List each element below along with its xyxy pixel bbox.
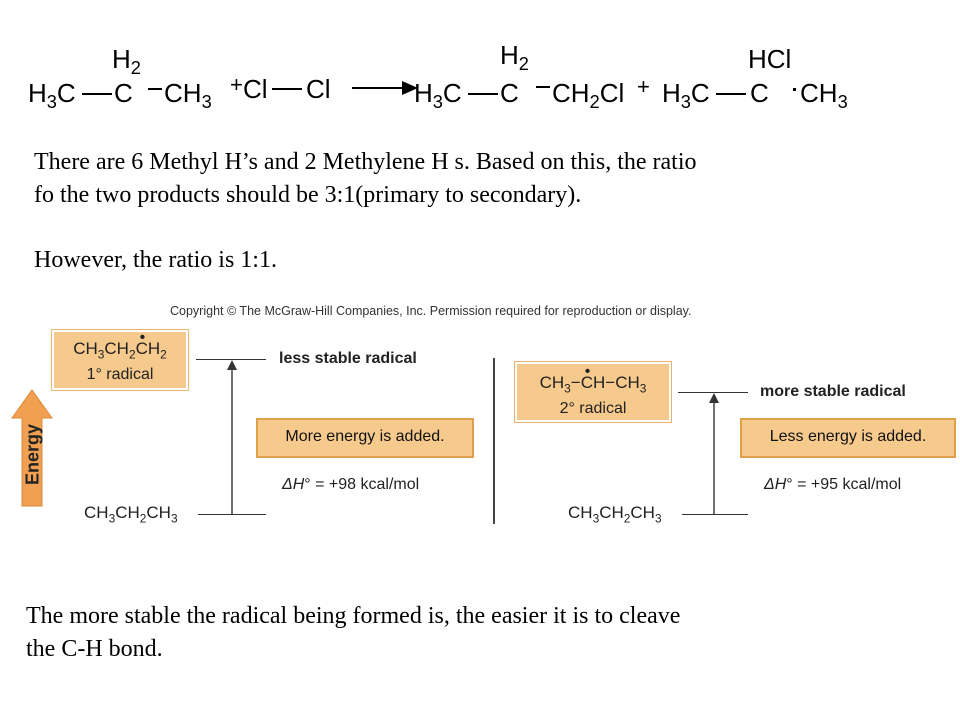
chlorine-atom-b: Cl bbox=[306, 74, 331, 104]
right-energy-note-box: Less energy is added. bbox=[740, 418, 956, 458]
panel-divider bbox=[493, 358, 495, 524]
plus-sign-2: + bbox=[637, 74, 650, 99]
product2-c: C bbox=[750, 78, 769, 108]
left-energy-note-box: More energy is added. bbox=[256, 418, 474, 458]
product1-c: C bbox=[500, 78, 519, 108]
right-radical-level-label: more stable radical bbox=[760, 383, 906, 400]
reactant-h3c: H3C bbox=[28, 78, 76, 113]
left-radical-level-line bbox=[196, 359, 266, 360]
primary-radical-formula: CH3CH2C•H2 bbox=[73, 329, 167, 362]
product2-bond-2 bbox=[793, 88, 796, 91]
actual-ratio-text: However, the ratio is 1:1. bbox=[34, 247, 277, 273]
ratio-line-2: fo the two products should be 3:1(primar… bbox=[34, 182, 582, 208]
copyright-notice: Copyright © The McGraw-Hill Companies, I… bbox=[170, 304, 692, 318]
left-start-level-line bbox=[198, 514, 266, 515]
product2-ch3: CH3 bbox=[800, 78, 848, 113]
product2-h3c: H3C bbox=[662, 78, 710, 113]
conclusion-paragraph: The more stable the radical being formed… bbox=[26, 600, 946, 666]
product1-bond-1 bbox=[468, 93, 498, 95]
chlorine-atom-a: Cl bbox=[243, 74, 268, 104]
left-start-formula: CH3CH2CH3 bbox=[84, 503, 178, 526]
right-radical-level-line bbox=[678, 392, 748, 393]
primary-radical-box: CH3CH2C•H2 1° radical bbox=[52, 329, 188, 390]
product1-bond-2 bbox=[536, 86, 550, 88]
product1-ch2cl: CH2Cl bbox=[552, 78, 625, 113]
reactant-bond-1 bbox=[82, 93, 112, 95]
primary-radical-type: 1° radical bbox=[86, 366, 154, 384]
energy-axis-label: Energy bbox=[22, 423, 43, 486]
energy-axis-arrow bbox=[11, 389, 53, 507]
ratio-paragraph: There are 6 Methyl H’s and 2 Methylene H… bbox=[34, 146, 944, 212]
reactant-h2: H2 bbox=[112, 44, 141, 79]
secondary-radical-box: CH3−C•H−CH3 2° radical bbox=[515, 362, 671, 422]
reactant-bond-2 bbox=[148, 88, 162, 90]
left-delta-h: ΔH° = +98 kcal/mol bbox=[282, 476, 420, 493]
plus-sign-1: + bbox=[230, 72, 243, 97]
reactant-c: C bbox=[114, 78, 133, 108]
left-energy-arrow bbox=[227, 360, 237, 514]
reaction-equation: H3C H2 C CH3 + Cl Cl H3C H2 C CH2Cl + H3… bbox=[0, 0, 960, 113]
right-start-level-line bbox=[682, 514, 748, 515]
product2-bond-1 bbox=[716, 93, 746, 95]
product1-h2: H2 bbox=[500, 40, 529, 75]
ratio-line-1: There are 6 Methyl H’s and 2 Methylene H… bbox=[34, 149, 697, 175]
secondary-radical-type: 2° radical bbox=[559, 400, 627, 418]
product2-hcl: HCl bbox=[748, 44, 792, 74]
reactant-ch3: CH3 bbox=[164, 78, 212, 113]
cl-cl-bond bbox=[272, 88, 302, 90]
reaction-arrow bbox=[352, 81, 418, 95]
product1-h3c: H3C bbox=[414, 78, 462, 113]
right-energy-arrow bbox=[709, 393, 719, 514]
right-start-formula: CH3CH2CH3 bbox=[568, 503, 662, 526]
left-radical-level-label: less stable radical bbox=[279, 350, 417, 367]
conclusion-line-1: The more stable the radical being formed… bbox=[26, 603, 681, 629]
right-delta-h: ΔH° = +95 kcal/mol bbox=[764, 476, 902, 493]
secondary-radical-formula: CH3−C•H−CH3 bbox=[539, 363, 647, 396]
conclusion-line-2: the C-H bond. bbox=[26, 636, 163, 662]
